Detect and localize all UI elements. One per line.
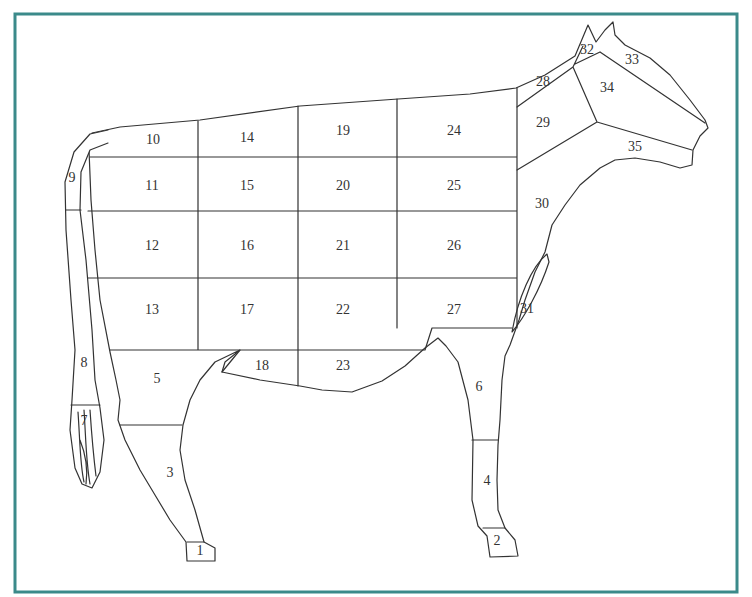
callout-number: 29 [536,115,550,131]
callout-number: 27 [447,302,461,318]
callout-number: 16 [240,238,254,254]
callout-number: 19 [336,123,350,139]
dewlap-outline [512,254,549,332]
callout-number: 3 [167,465,174,481]
callout-number: 32 [580,42,594,58]
callout-number: 21 [336,238,350,254]
frame-border [15,14,737,592]
cow-outline [89,22,708,561]
callout-number: 8 [81,355,88,371]
callout-number: 18 [255,358,269,374]
neck-head-lines [517,46,705,170]
callout-number: 24 [447,123,461,139]
callout-number: 10 [146,132,160,148]
callout-number: 12 [145,238,159,254]
callout-number: 23 [336,358,350,374]
callout-number: 31 [520,301,534,317]
callout-number: 14 [240,130,254,146]
callout-number: 34 [600,80,614,96]
tail-outline [65,130,108,488]
callout-number: 5 [154,371,161,387]
callout-number: 28 [536,74,550,90]
callout-number: 15 [240,178,254,194]
callout-number: 17 [240,302,254,318]
callout-number: 6 [476,379,483,395]
tail-division [66,210,100,405]
callout-number: 1 [197,543,204,559]
leg-divisions [120,425,505,542]
callout-number: 7 [81,413,88,429]
callout-number: 26 [447,238,461,254]
callout-number: 22 [336,302,350,318]
callout-number: 25 [447,178,461,194]
cut-lines [88,88,517,386]
callout-number: 11 [145,178,158,194]
tail-tuft [78,410,96,484]
callout-number: 4 [484,473,491,489]
callout-number: 33 [625,52,639,68]
callout-number: 20 [336,178,350,194]
callout-number: 2 [494,533,501,549]
callout-number: 13 [145,302,159,318]
callout-number: 30 [535,196,549,212]
callout-number: 35 [628,139,642,155]
callout-number: 9 [69,170,76,186]
